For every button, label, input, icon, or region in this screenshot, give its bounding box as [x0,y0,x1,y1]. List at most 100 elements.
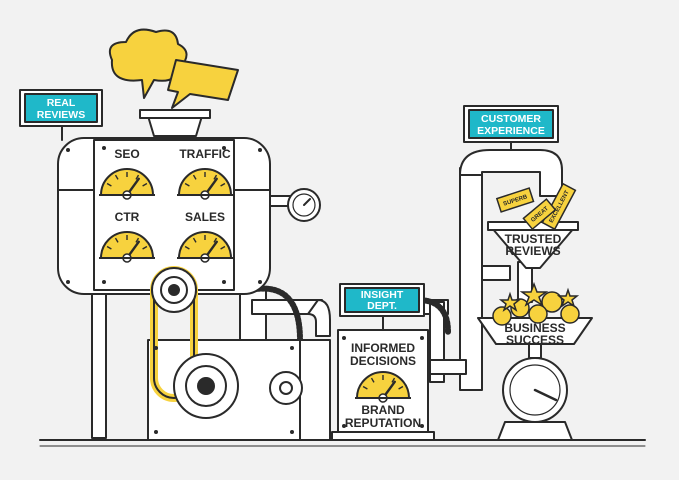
seo-gauge-tick [135,174,140,180]
ticket-great: GREAT [522,198,557,231]
scale-base [497,421,573,441]
coin-icon [560,304,580,324]
seo-gauge-dial [99,168,155,196]
brand-reputation-gauge-tick [391,377,396,383]
coin-icon [492,306,512,326]
insight-sign [344,287,420,313]
hopper-rim [139,109,211,119]
seo-gauge-tick [142,182,148,187]
customer-experience-line-1: CUSTOMER [481,113,541,125]
seo-gauge-tick [114,174,119,180]
star-icon [519,281,549,307]
pipes [91,149,563,439]
traffic-gauge-tick [184,182,190,187]
valve-wheel-hub [279,381,293,395]
rivet [420,336,424,340]
brand-reputation-gauge-tick [398,385,404,390]
star-icon [556,287,580,308]
rivets [66,146,424,434]
pressure-gauge-needle [303,198,311,206]
ctr-gauge-tick [114,237,119,243]
trusted-reviews-line-1: TRUSTED [505,232,562,246]
rivet [258,148,262,152]
real-reviews-line-1: REAL [47,97,76,109]
rivet [102,280,106,284]
business-success-line-2: SUCCESS [506,333,564,347]
seo-gauge [99,168,155,200]
brand-reputation-gauge [355,371,411,403]
sales-gauge [177,231,233,263]
ticket-superb: SUPERB [495,187,535,213]
gauge-panel [93,139,235,291]
sales-gauge-dial [177,231,233,259]
informed-decisions-line-2: DECISIONS [350,354,416,368]
traffic-gauge-tick [220,182,226,187]
brand-reputation-line-1: BRAND [361,403,405,417]
rivet [222,280,226,284]
rivet [290,346,294,350]
gauge-label-ctr: CTR [115,210,140,224]
pressure-stem [269,195,291,207]
speech-bubble-square-icon [167,59,239,109]
traffic-gauge-tick [213,174,218,180]
real-reviews-line-2: REVIEWS [37,109,85,121]
top-elbow-pipe [459,149,563,197]
gauge-label-seo: SEO [114,147,139,161]
flywheel-hub [197,377,215,395]
trusted-reviews-line-2: REVIEWS [505,244,560,258]
gauge-label-sales: SALES [185,210,225,224]
gauges [99,168,411,403]
insight-dept-line-2: DEPT. [367,300,397,312]
sales-gauge-tick [213,237,218,243]
speech-bubble-cloud-icon [108,28,188,99]
sales-gauge-tick [192,237,197,243]
rivet [154,430,158,434]
traffic-gauge [177,168,233,200]
left-leg-pipe [91,289,107,439]
ctr-gauge-tick [142,245,148,250]
rivet [66,148,70,152]
real-reviews-sign [24,93,98,123]
brand-reputation-gauge-tick [370,377,375,383]
brand-reputation-line-2: REPUTATION [345,416,421,430]
insight-base [331,431,435,441]
ticket-excellent-shape [541,182,577,231]
rivet [290,430,294,434]
traffic-gauge-dial [177,168,233,196]
rivet [420,424,424,428]
scale-needle [533,388,558,402]
star-icon [498,291,522,312]
motor-side [299,339,331,441]
brand-reputation-gauge-dial [355,371,411,399]
ticket-superb-shape [495,187,535,213]
business-success-line-1: BUSINESS [504,321,565,335]
ctr-gauge [99,231,155,263]
coin-icon [528,304,548,324]
brand-reputation-gauge-tick [362,385,368,390]
sales-gauge-tick [220,245,226,250]
coins-and-stars [492,281,580,326]
informed-decisions-line-1: INFORMED [351,341,415,355]
rivet [66,280,70,284]
coin-icon [541,291,563,313]
rivet [154,346,158,350]
rivet [102,146,106,150]
funnel-feed-pipe [481,265,511,281]
seo-gauge-tick [106,182,112,187]
ctr-gauge-dial [99,231,155,259]
sales-gauge-tick [184,245,190,250]
customer-experience-line-2: EXPERIENCE [477,125,545,137]
tall-pipe [459,167,483,391]
ctr-gauge-tick [135,237,140,243]
lower-connector-pipe [429,359,467,375]
elbow-pipe [307,299,331,337]
gauge-label-traffic: TRAFFIC [179,147,231,161]
ctr-gauge-tick [106,245,112,250]
rivet [258,280,262,284]
upper-pulley-hub [168,284,180,296]
rivet [342,336,346,340]
traffic-gauge-tick [192,174,197,180]
cx-sign [468,109,554,139]
